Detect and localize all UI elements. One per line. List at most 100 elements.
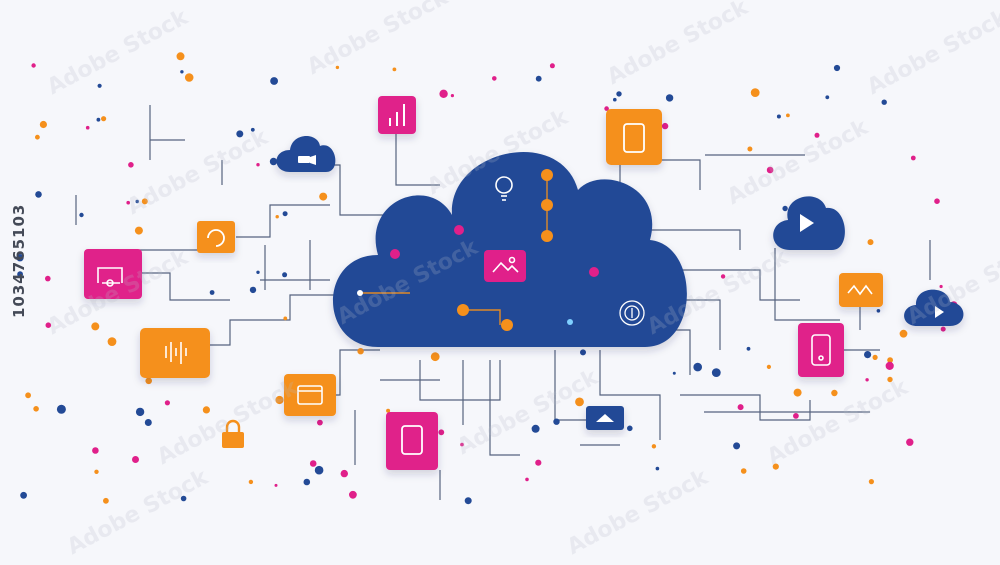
- lightbulb-icon: [495, 176, 513, 201]
- network-dot: [833, 64, 841, 72]
- network-dot: [786, 113, 790, 118]
- network-dot: [746, 346, 751, 351]
- network-dot: [450, 94, 454, 98]
- network-dot: [17, 271, 23, 278]
- tile-refresh: [197, 221, 235, 253]
- network-dot: [164, 400, 170, 406]
- network-dot: [97, 83, 102, 88]
- browser-window-icon: [297, 385, 323, 405]
- network-dot: [693, 362, 702, 372]
- network-dot: [283, 316, 288, 321]
- network-dot: [793, 388, 802, 397]
- network-dot: [672, 371, 676, 375]
- network-dot: [45, 322, 52, 329]
- network-dot: [876, 309, 881, 313]
- network-dot: [176, 52, 185, 61]
- signal-wave-icon: [847, 284, 873, 296]
- cloud-nodes: [357, 169, 599, 331]
- network-dot: [460, 442, 464, 447]
- cloud-far-right: [904, 289, 964, 326]
- network-dot: [711, 368, 721, 377]
- network-dot: [107, 337, 117, 346]
- network-dot: [270, 77, 278, 85]
- play-icon: [800, 214, 814, 232]
- network-dot: [274, 483, 278, 487]
- network-dot: [392, 67, 397, 72]
- network-dot: [236, 130, 244, 138]
- upload-icon: [596, 414, 614, 422]
- tablet-icon: [623, 123, 645, 153]
- network-dot: [144, 419, 152, 426]
- tile-browser: [284, 374, 336, 416]
- network-dot: [740, 468, 747, 474]
- network-dot: [665, 94, 674, 102]
- network-dot: [16, 254, 24, 262]
- network-dot: [319, 192, 328, 201]
- network-dot: [553, 418, 560, 425]
- play-icon-small: [935, 306, 944, 318]
- bar-chart-icon: [389, 104, 405, 126]
- network-dot: [269, 157, 278, 166]
- network-dot: [184, 73, 194, 82]
- network-icon: [97, 267, 123, 287]
- network-dot: [750, 88, 760, 97]
- audio-wave-icon: [165, 342, 187, 364]
- network-dot: [864, 351, 872, 359]
- network-dot: [881, 99, 887, 105]
- network-dot: [613, 97, 617, 102]
- network-dot: [141, 198, 148, 205]
- network-dot: [56, 404, 66, 414]
- cloud-top-left: [276, 135, 336, 172]
- network-dot: [31, 63, 36, 68]
- circuit-lines: [75, 105, 931, 500]
- network-dot: [25, 392, 31, 399]
- network-dot: [525, 477, 529, 482]
- network-dot: [535, 75, 542, 82]
- network-dot: [126, 200, 130, 205]
- network-dot: [814, 132, 820, 138]
- network-dot: [793, 413, 799, 419]
- network-dot: [887, 376, 893, 383]
- network-dot: [867, 239, 874, 246]
- network-dot: [275, 215, 279, 219]
- network-dot: [575, 397, 584, 407]
- tile-audio-wave: [140, 328, 210, 378]
- network-dot: [535, 459, 542, 466]
- network-dot: [91, 322, 100, 331]
- network-dot: [776, 114, 781, 119]
- network-dot: [256, 163, 260, 167]
- network-dot: [317, 419, 323, 426]
- network-dot: [145, 377, 152, 385]
- network-dot: [35, 191, 42, 198]
- network-dot: [282, 211, 288, 217]
- network-dot: [899, 329, 908, 338]
- network-dot: [135, 407, 145, 417]
- network-dot: [430, 352, 440, 362]
- tile-tablet: [606, 109, 662, 165]
- network-dot: [720, 274, 726, 279]
- refresh-icon: [207, 229, 225, 247]
- network-dot: [180, 70, 184, 74]
- network-dot: [134, 226, 143, 235]
- network-dot: [733, 442, 741, 450]
- phone-icon: [401, 425, 423, 455]
- network-dot: [737, 404, 744, 411]
- network-dot: [103, 497, 109, 504]
- network-dot: [275, 395, 284, 405]
- network-dot: [438, 429, 445, 436]
- scatter-dots: [16, 52, 958, 505]
- network-dot: [825, 95, 830, 100]
- network-dot: [604, 106, 609, 111]
- network-dot: [872, 354, 878, 360]
- network-dot: [335, 65, 340, 70]
- network-dot: [651, 444, 657, 449]
- network-dot: [85, 125, 90, 130]
- network-dot: [747, 146, 753, 152]
- network-dot: [250, 127, 255, 132]
- network-dot: [33, 406, 39, 412]
- network-dot: [128, 162, 134, 168]
- camera-icon: [298, 155, 316, 165]
- stock-id-label: 1034765103: [10, 203, 28, 318]
